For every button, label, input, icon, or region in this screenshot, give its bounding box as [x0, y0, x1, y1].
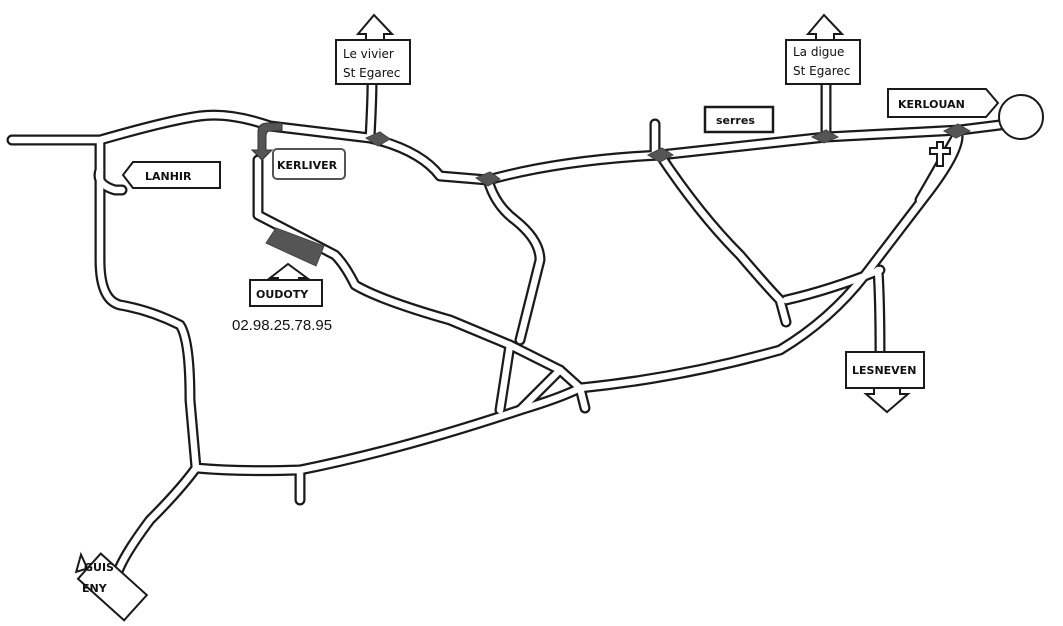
junction-marker: [364, 131, 391, 147]
road: [874, 266, 884, 356]
sign-serres: serres: [703, 105, 775, 134]
road-edge: [94, 164, 202, 474]
road: [516, 366, 564, 414]
sign-guisseny: [74, 551, 149, 622]
roundabout: [998, 94, 1044, 140]
oudoty-building: [265, 227, 325, 267]
sign-serres-label: serres: [716, 114, 755, 127]
road: [656, 151, 790, 326]
sign-kerlouan: KERLOUAN: [887, 88, 1000, 118]
sign-lesneven-label: LESNEVEN: [852, 364, 916, 377]
road: [576, 384, 589, 412]
road: [8, 111, 1004, 184]
sign-le-vivier-line2: St Egarec: [343, 66, 400, 80]
road: [366, 80, 376, 142]
phone-number: 02.98.25.78.95: [232, 317, 332, 334]
sign-kerliver: KERLIVER: [272, 148, 346, 180]
road: [254, 156, 584, 392]
sign-lanhir-label: LANHIR: [145, 170, 192, 183]
turn-arrow-icon: [250, 122, 283, 161]
sign-guisseny-line1: GUIS: [84, 561, 114, 574]
junction-marker: [942, 123, 972, 139]
road: [112, 464, 200, 582]
junction-marker: [810, 129, 840, 144]
road: [782, 266, 884, 304]
sign-lanhir: LANHIR: [121, 161, 221, 189]
junction-marker: [646, 147, 674, 163]
sign-kerliver-label: KERLIVER: [277, 159, 338, 172]
sign-oudoty: OUDOTY: [249, 262, 323, 307]
sign-le-vivier: Le vivier St Egarec: [335, 13, 411, 85]
sign-oudoty-label: OUDOTY: [256, 288, 309, 301]
sign-lesneven: LESNEVEN: [845, 351, 925, 414]
road-network: [6, 78, 1006, 584]
sign-la-digue-line2: St Egarec: [793, 64, 850, 78]
road: [496, 341, 514, 414]
sign-kerlouan-label: KERLOUAN: [898, 98, 965, 111]
sign-guisseny-line2: ENY: [82, 582, 108, 595]
road: [484, 176, 544, 344]
cross-icon: [929, 141, 951, 167]
sign-la-digue: La digue St Egarec: [785, 13, 861, 85]
junction-markers: [250, 122, 972, 267]
junction-marker: [474, 171, 501, 187]
road: [96, 166, 200, 472]
sign-la-digue-line1: La digue: [793, 45, 844, 59]
sign-le-vivier-line1: Le vivier: [343, 47, 394, 61]
